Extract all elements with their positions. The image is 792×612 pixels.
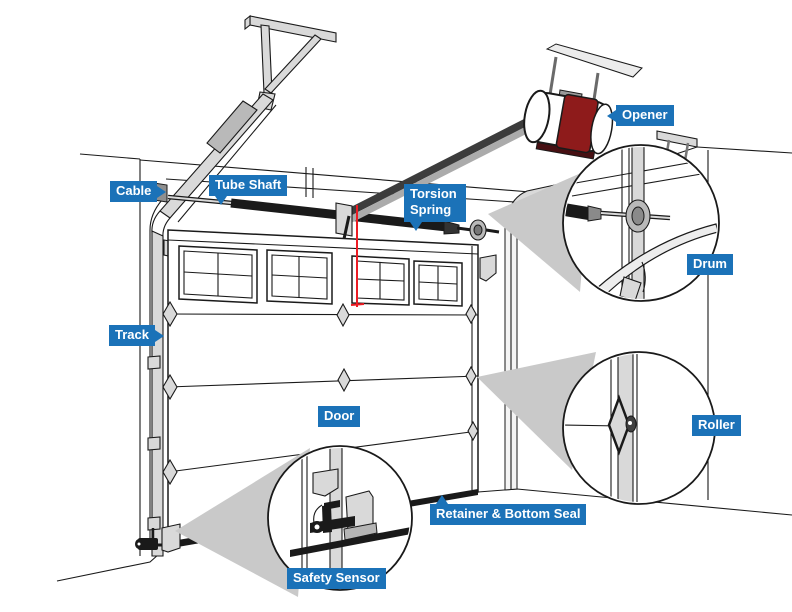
drum-label-text: Drum xyxy=(693,256,727,271)
spring-anchor-bracket xyxy=(335,202,353,237)
opener-unit xyxy=(523,43,643,160)
cable-label: Cable xyxy=(110,181,167,203)
retainer-bottom-seal-label-pointer xyxy=(436,495,448,504)
red-highlight-line xyxy=(350,205,365,307)
opener-label: Opener xyxy=(607,105,674,127)
tube-shaft-label-text: Tube Shaft xyxy=(215,177,282,192)
roller-detail-circle xyxy=(562,351,716,505)
drum-detail-circle xyxy=(562,144,720,302)
retainer-bottom-seal-label-text: Retainer & Bottom Seal xyxy=(436,506,581,521)
drum-label: Drum xyxy=(687,254,733,276)
safety-sensor-label-text: Safety Sensor xyxy=(293,570,380,585)
torsion-spring-label: Torsion Spring xyxy=(404,184,466,231)
opener-label-arrow xyxy=(607,109,616,122)
roller-label: Roller xyxy=(692,415,741,437)
tube-shaft-label: Tube Shaft xyxy=(209,175,288,206)
roller-magnified xyxy=(607,394,631,456)
safety-sensor-label: Safety Sensor xyxy=(287,568,386,590)
panel-seam-1 xyxy=(167,313,479,316)
torsion-spring-label-text: Torsion Spring xyxy=(410,186,457,218)
track-label: Track xyxy=(109,325,164,347)
panel-seam-2 xyxy=(167,375,479,388)
rear-track-left xyxy=(151,93,277,239)
vertical-track-left xyxy=(149,199,164,557)
safety-sensor-detail-circle xyxy=(267,445,413,591)
roller-label-text: Roller xyxy=(698,417,735,432)
cable-label-text: Cable xyxy=(116,183,152,198)
door-label-text: Door xyxy=(324,408,355,423)
door-label: Door xyxy=(318,406,361,428)
hinge-diamonds xyxy=(162,300,479,486)
tube-shaft-label-pointer xyxy=(215,196,227,206)
track-label-arrow xyxy=(154,329,164,342)
retainer-bottom-seal-label: Retainer & Bottom Seal xyxy=(430,495,587,526)
door-windows xyxy=(178,245,463,307)
cable-label-arrow xyxy=(157,185,167,198)
track-label-text: Track xyxy=(115,327,149,342)
ceiling-bracket-right xyxy=(656,130,698,148)
opener-label-text: Opener xyxy=(622,107,668,122)
cable-line xyxy=(149,199,163,543)
ceiling-bracket-left xyxy=(244,14,337,111)
torsion-spring-label-pointer xyxy=(410,221,422,231)
door-panel xyxy=(162,229,479,546)
